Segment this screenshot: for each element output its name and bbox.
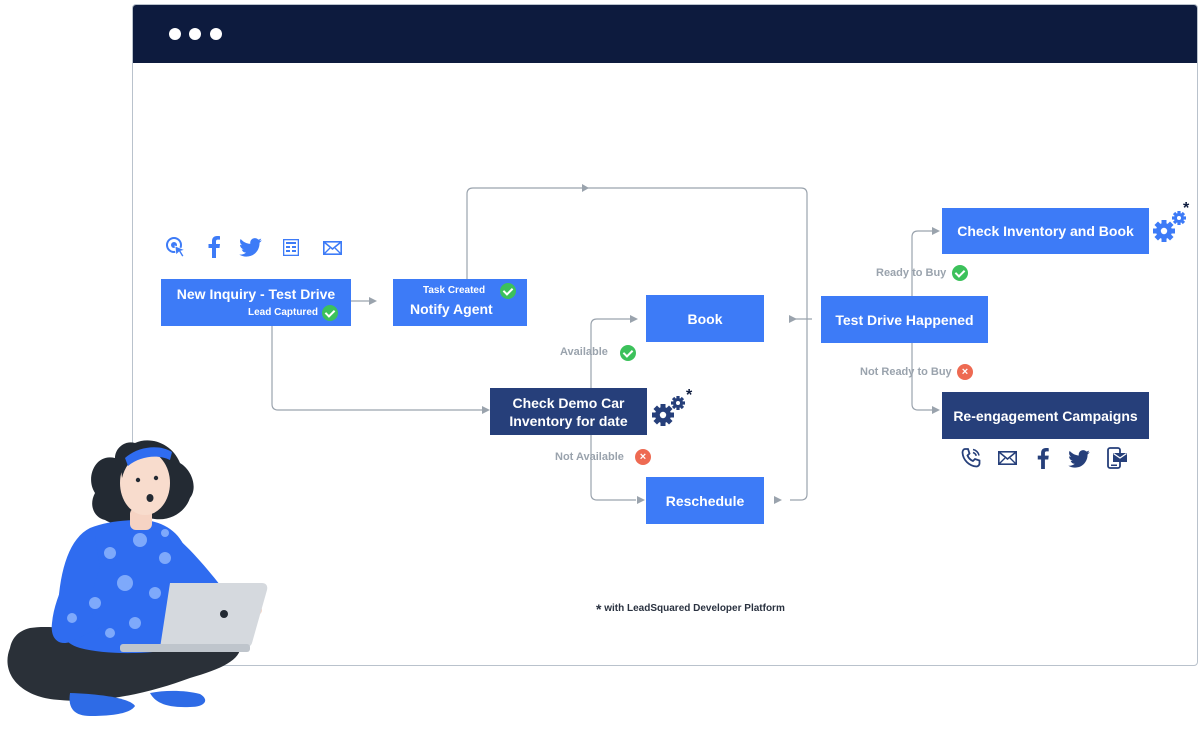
connector-inquiry-checkdemo <box>271 326 483 411</box>
branch-label-available: Available <box>560 346 608 358</box>
email-icon <box>998 451 1017 465</box>
check-icon <box>952 265 968 281</box>
connector-top-loop <box>466 187 808 501</box>
web-click-icon <box>165 236 187 258</box>
connector-not-ready <box>911 343 933 411</box>
window-titlebar <box>133 5 1197 63</box>
asterisk-mark: * <box>686 387 693 404</box>
connector-available <box>590 318 631 388</box>
gear-icon <box>652 394 692 430</box>
cross-icon: × <box>957 364 973 380</box>
footnote-text: with LeadSquared Developer Platform <box>604 603 785 614</box>
window-dot <box>189 28 201 40</box>
cross-icon: × <box>635 449 651 465</box>
check-icon <box>500 283 516 299</box>
node-new-inquiry-label: New Inquiry - Test Drive <box>176 286 336 302</box>
sms-icon <box>1107 447 1128 469</box>
node-book-label: Book <box>687 310 723 327</box>
twitter-icon <box>1068 450 1090 468</box>
node-book: Book <box>646 295 764 342</box>
check-icon <box>620 345 636 361</box>
footnote-asterisk: * <box>596 601 602 617</box>
node-new-inquiry: New Inquiry - Test Drive Lead Captured <box>161 279 351 326</box>
node-test-drive-happened: Test Drive Happened <box>821 296 988 343</box>
gear-icon <box>1153 208 1193 244</box>
window-dot <box>210 28 222 40</box>
lead-captured-label: Lead Captured <box>247 307 318 318</box>
connector-not-available <box>590 435 636 501</box>
node-reengagement: Re-engagement Campaigns <box>942 392 1149 439</box>
branch-label-not-available: Not Available <box>555 451 624 463</box>
form-icon <box>283 239 299 256</box>
email-icon <box>323 241 342 255</box>
task-created-label: Task Created <box>423 285 486 296</box>
connector-ready <box>911 230 933 296</box>
asterisk-mark: * <box>1183 200 1190 217</box>
node-test-drive-label: Test Drive Happened <box>835 311 974 328</box>
woman-with-laptop-illustration <box>7 440 268 716</box>
node-check-inventory-book: Check Inventory and Book <box>942 208 1149 254</box>
twitter-icon <box>239 238 262 257</box>
window-dot <box>169 28 181 40</box>
facebook-icon <box>1036 448 1050 469</box>
node-reengagement-label: Re-engagement Campaigns <box>953 407 1138 424</box>
browser-window <box>132 4 1198 666</box>
check-icon <box>322 305 338 321</box>
facebook-icon <box>207 236 221 258</box>
node-check-inventory-label: Check Inventory and Book <box>957 223 1134 239</box>
node-reschedule: Reschedule <box>646 477 764 524</box>
node-notify-agent: Task Created Notify Agent <box>393 279 527 326</box>
node-check-demo-label-line1: Check Demo Car <box>512 394 625 411</box>
node-check-demo-car: Check Demo Car Inventory for date <box>490 388 647 435</box>
footnote: * with LeadSquared Developer Platform <box>596 601 785 617</box>
node-reschedule-label: Reschedule <box>665 492 745 509</box>
node-notify-agent-label: Notify Agent <box>410 301 493 317</box>
branch-label-ready-to-buy: Ready to Buy <box>876 267 947 279</box>
branch-label-not-ready: Not Ready to Buy <box>860 366 952 378</box>
node-check-demo-label-line2: Inventory for date <box>509 412 628 429</box>
phone-icon <box>961 448 981 468</box>
